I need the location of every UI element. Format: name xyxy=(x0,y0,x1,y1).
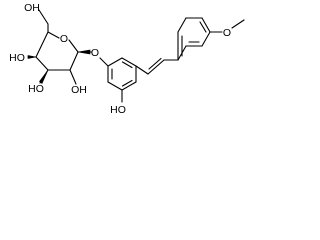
bond-ring-a-inner-1 xyxy=(121,61,133,69)
label-c4-hydroxyl: HO xyxy=(9,52,25,64)
bond-ring-a-2 xyxy=(121,57,137,67)
bond-vinyl-2-inner xyxy=(148,57,162,70)
label-glycosidic-oxygen: O xyxy=(91,47,99,59)
label-c3-hydroxyl: HO xyxy=(28,83,44,95)
wedge-c3-oh xyxy=(39,69,49,84)
bond-ring-a-5 xyxy=(107,81,123,91)
label-c2-oh: OH xyxy=(71,84,87,96)
bond-o5-c1 xyxy=(68,39,79,53)
chemical-structure: OH O HO HO OH O HO O xyxy=(9,2,245,116)
label-phenol-hydroxyl: HO xyxy=(110,104,126,116)
bond-ring-a-inner-2 xyxy=(121,79,133,87)
bond-c5-o5 xyxy=(47,31,60,39)
bond-ring-a-4 xyxy=(121,81,137,91)
stereo-bonds xyxy=(27,49,91,84)
bond-ring-b-4 xyxy=(201,17,211,33)
atom-labels: OH O HO HO OH O HO O xyxy=(9,2,231,116)
label-methoxy-oxygen: O xyxy=(223,27,231,39)
bond-ring-b-3 xyxy=(201,31,211,47)
bond-c6-oh xyxy=(38,9,49,25)
bond-o-methyl xyxy=(231,19,245,29)
wedge-c1-o xyxy=(77,49,91,55)
bond-ring-b-inner-2 xyxy=(199,21,207,33)
bond-ring-b-6 xyxy=(177,17,187,33)
bond-o-aryl xyxy=(99,57,109,67)
label-hydroxymethyl-oh: OH xyxy=(24,2,40,14)
bond-vinyl-1 xyxy=(135,65,149,75)
bond-c1-c2 xyxy=(69,51,79,71)
bond-c3-c4 xyxy=(35,56,49,71)
bond-ring-a-1 xyxy=(107,57,123,67)
bond-vinyl-2 xyxy=(147,59,165,75)
wedge-c4-oh xyxy=(27,55,37,59)
label-ring-oxygen: O xyxy=(60,33,68,45)
bond-c2-oh xyxy=(69,69,77,85)
bonds xyxy=(27,9,245,103)
bond-c4-c5 xyxy=(35,31,49,58)
